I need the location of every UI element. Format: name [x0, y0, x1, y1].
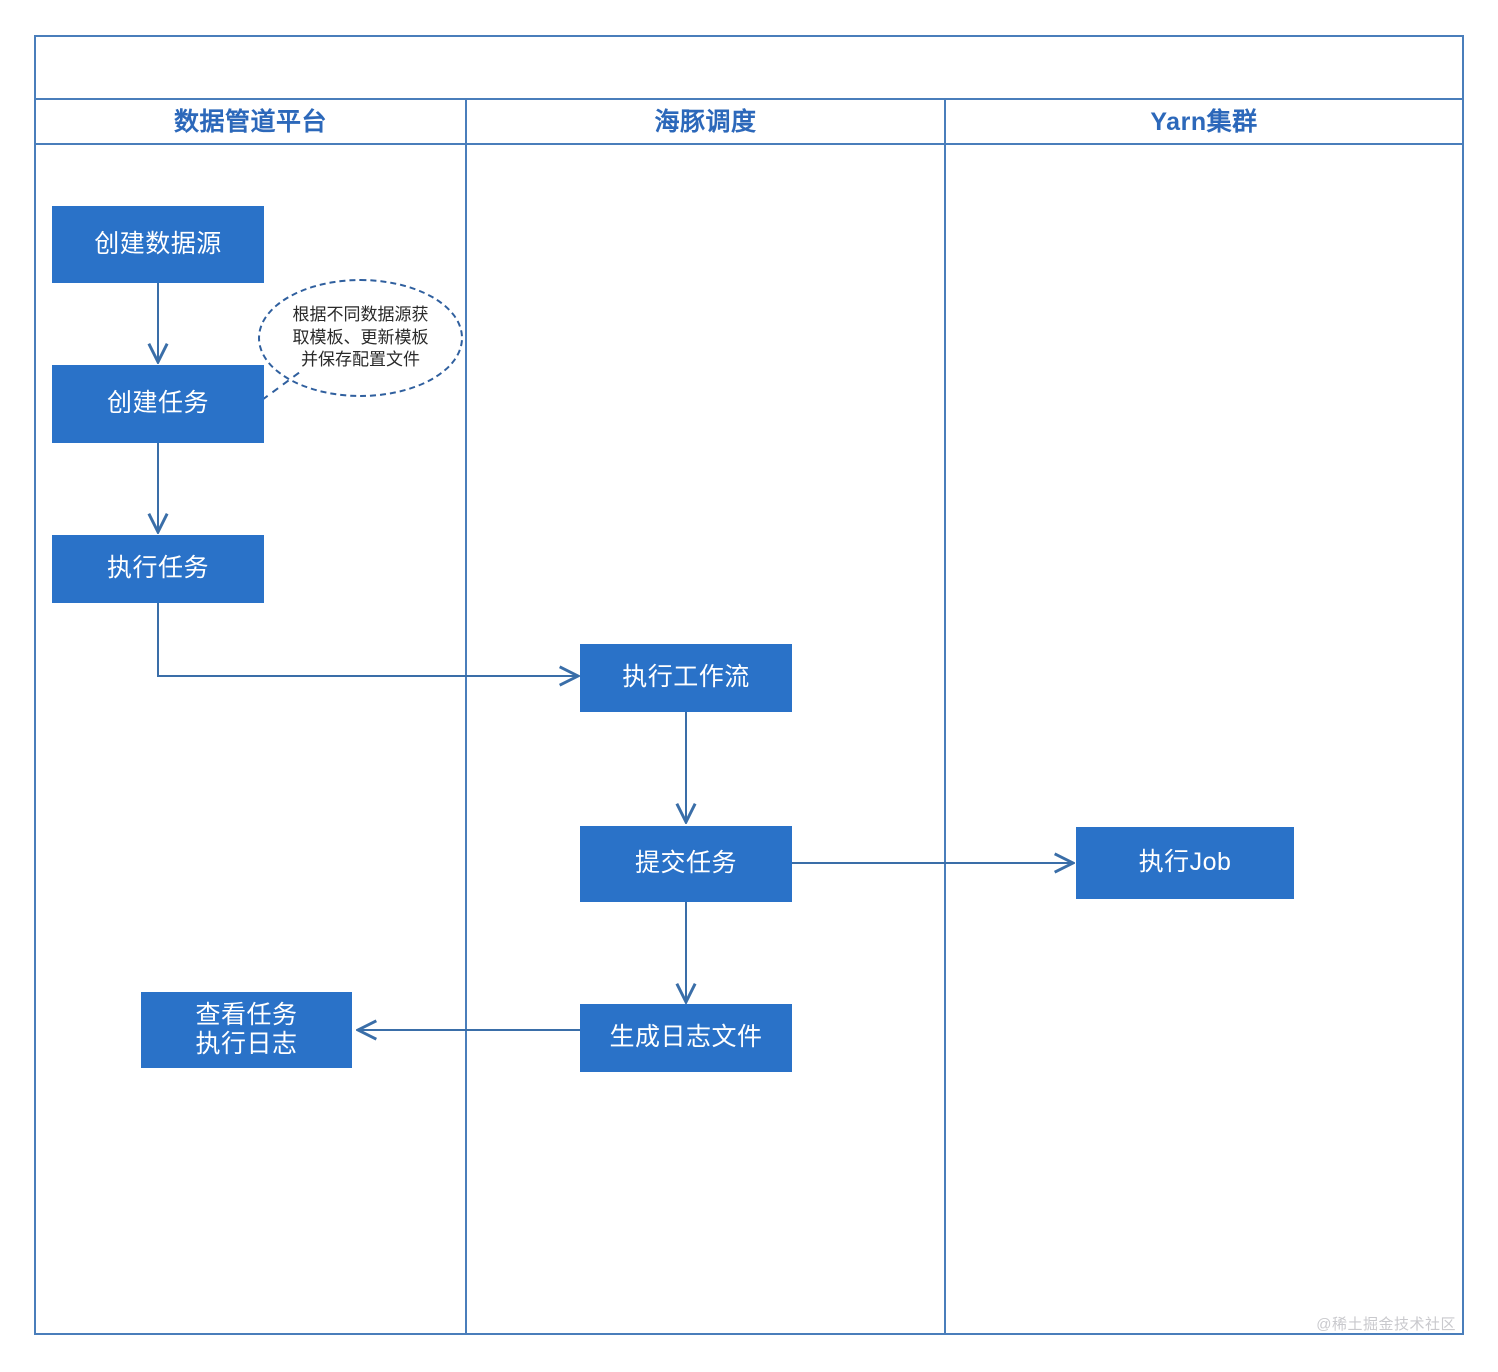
- lane-title-data-pipeline: 数据管道平台: [173, 108, 327, 136]
- node-run-workflow[interactable]: 执行工作流: [580, 644, 792, 712]
- lane-header-bottom-rule: [34, 143, 1464, 145]
- lane-divider-1: [465, 98, 467, 1335]
- node-run-task[interactable]: 执行任务: [52, 535, 264, 603]
- node-create-task[interactable]: 创建任务: [52, 365, 264, 443]
- lane-header-top-rule: [34, 98, 1464, 100]
- callout-template-note: 根据不同数据源获 取模板、更新模板 并保存配置文件: [258, 279, 463, 397]
- lane-title-dolphin-scheduler: 海豚调度: [654, 108, 757, 136]
- node-view-task-log[interactable]: 查看任务 执行日志: [141, 992, 352, 1068]
- node-execute-job[interactable]: 执行Job: [1076, 827, 1294, 899]
- node-create-datasource[interactable]: 创建数据源: [52, 206, 264, 283]
- lane-divider-2: [944, 98, 946, 1335]
- watermark-label: @稀土掘金技术社区: [1316, 1316, 1456, 1333]
- lane-title-yarn-cluster: Yarn集群: [1150, 108, 1258, 136]
- node-generate-log-file[interactable]: 生成日志文件: [580, 1004, 792, 1072]
- node-submit-job[interactable]: 提交任务: [580, 826, 792, 902]
